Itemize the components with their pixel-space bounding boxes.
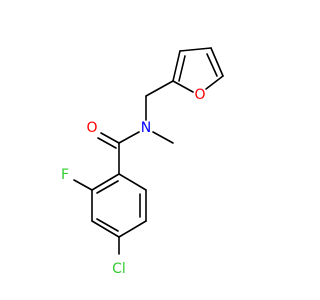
- bond-ring-c1-c2: [118, 173, 147, 191]
- atom-carbonyl-oxygen: O: [86, 120, 97, 136]
- bond-furan-c4-c5: [210, 47, 224, 77]
- bond-furan-c3-c4: [179, 47, 212, 52]
- bond-ring-c4-c5: [91, 220, 120, 238]
- bond-ring-c6-c1-inner: [96, 180, 119, 194]
- bond-ring-c3-c4: [118, 220, 147, 238]
- bond-co-double-a: [100, 132, 120, 144]
- bond-co-double-b: [97, 137, 117, 149]
- bond-furan-c2-c3: [172, 50, 181, 82]
- bond-furan-c2-c3-inner: [178, 55, 186, 82]
- bond-furan-o-c2: [172, 80, 194, 93]
- bond-c6-f: [73, 179, 93, 191]
- bond-ring-c4-c5-inner: [96, 218, 119, 232]
- atom-chlorine: Cl: [112, 261, 126, 277]
- molecule-structure-diagram: O N O F Cl: [61, 47, 224, 277]
- bond-ring-c6-c1: [91, 173, 120, 191]
- bond-furan-c5-o: [205, 75, 224, 90]
- bond-n-methyl: [152, 131, 174, 144]
- bond-ch2-furan: [145, 80, 174, 97]
- bonds: [73, 47, 224, 255]
- atom-furan-oxygen: O: [194, 87, 205, 103]
- bond-carbonyl-n: [118, 131, 140, 144]
- atom-labels: O N O F Cl: [61, 87, 206, 277]
- atom-fluorine: F: [61, 167, 69, 183]
- atom-amide-nitrogen: N: [141, 120, 151, 136]
- bond-furan-c4-c5-inner: [206, 53, 218, 77]
